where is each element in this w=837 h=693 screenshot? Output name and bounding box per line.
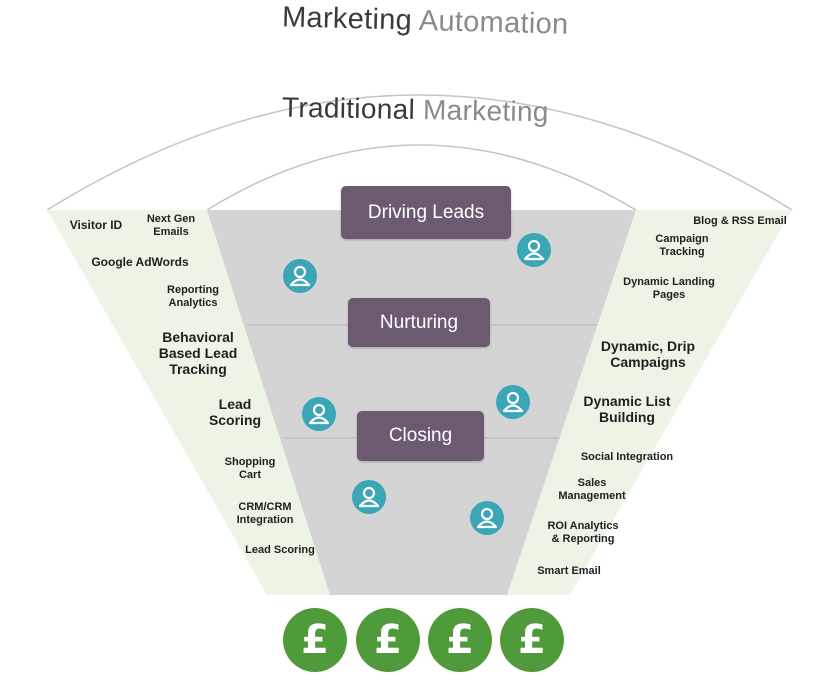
pound-coin-icon: £ — [428, 608, 492, 672]
right-label-dynamic-drip-campaigns: Dynamic, Drip Campaigns — [600, 338, 696, 371]
right-label-roi-analytics-reporting: ROI Analytics & Reporting — [547, 520, 619, 545]
left-label-google-adwords: Google AdWords — [91, 255, 189, 269]
inner-title: Traditional Marketing — [282, 92, 549, 129]
user-icon — [496, 385, 530, 419]
stage-driving-leads: Driving Leads — [341, 186, 511, 239]
right-label-sales-management: Sales Management — [558, 477, 626, 502]
right-label-social-integration: Social Integration — [580, 451, 674, 463]
funnel-body — [207, 210, 636, 595]
right-label-blog-rss-email: Blog & RSS Email — [693, 215, 787, 227]
right-label-campaign-tracking: Campaign Tracking — [655, 233, 709, 258]
pound-coin-icon: £ — [356, 608, 420, 672]
left-tools-panel — [47, 210, 330, 595]
stage-nurturing: Nurturing — [348, 298, 490, 347]
inner-title-dark: Traditional — [281, 91, 416, 125]
pound-coin-icon: £ — [500, 608, 564, 672]
outer-title-dark: Marketing — [281, 1, 413, 37]
left-label-behavioral-lead-tracking: Behavioral Based Lead Tracking — [158, 329, 238, 378]
pound-coin-icon: £ — [283, 608, 347, 672]
right-tools-panel — [507, 210, 792, 595]
left-label-crm-integration: CRM/CRM Integration — [236, 501, 294, 526]
right-label-dynamic-list-building: Dynamic List Building — [583, 393, 671, 426]
left-label-lead-scoring: Lead Scoring — [208, 396, 262, 429]
right-label-dynamic-landing-pages: Dynamic Landing Pages — [623, 276, 715, 301]
user-icon — [302, 397, 336, 431]
left-label-next-gen-emails: Next Gen Emails — [146, 213, 196, 238]
stage-closing: Closing — [357, 411, 484, 461]
left-label-visitor-id: Visitor ID — [69, 218, 123, 232]
right-label-smart-email: Smart Email — [537, 565, 601, 577]
user-icon — [470, 501, 504, 535]
left-label-lead-scoring-small: Lead Scoring — [245, 544, 315, 556]
left-label-shopping-cart: Shopping Cart — [224, 456, 276, 481]
left-label-reporting-analytics: Reporting Analytics — [167, 284, 219, 309]
user-icon — [352, 480, 386, 514]
user-icon — [283, 259, 317, 293]
outer-title-light: Automation — [418, 4, 569, 41]
inner-title-light: Marketing — [422, 94, 549, 128]
user-icon — [517, 233, 551, 267]
